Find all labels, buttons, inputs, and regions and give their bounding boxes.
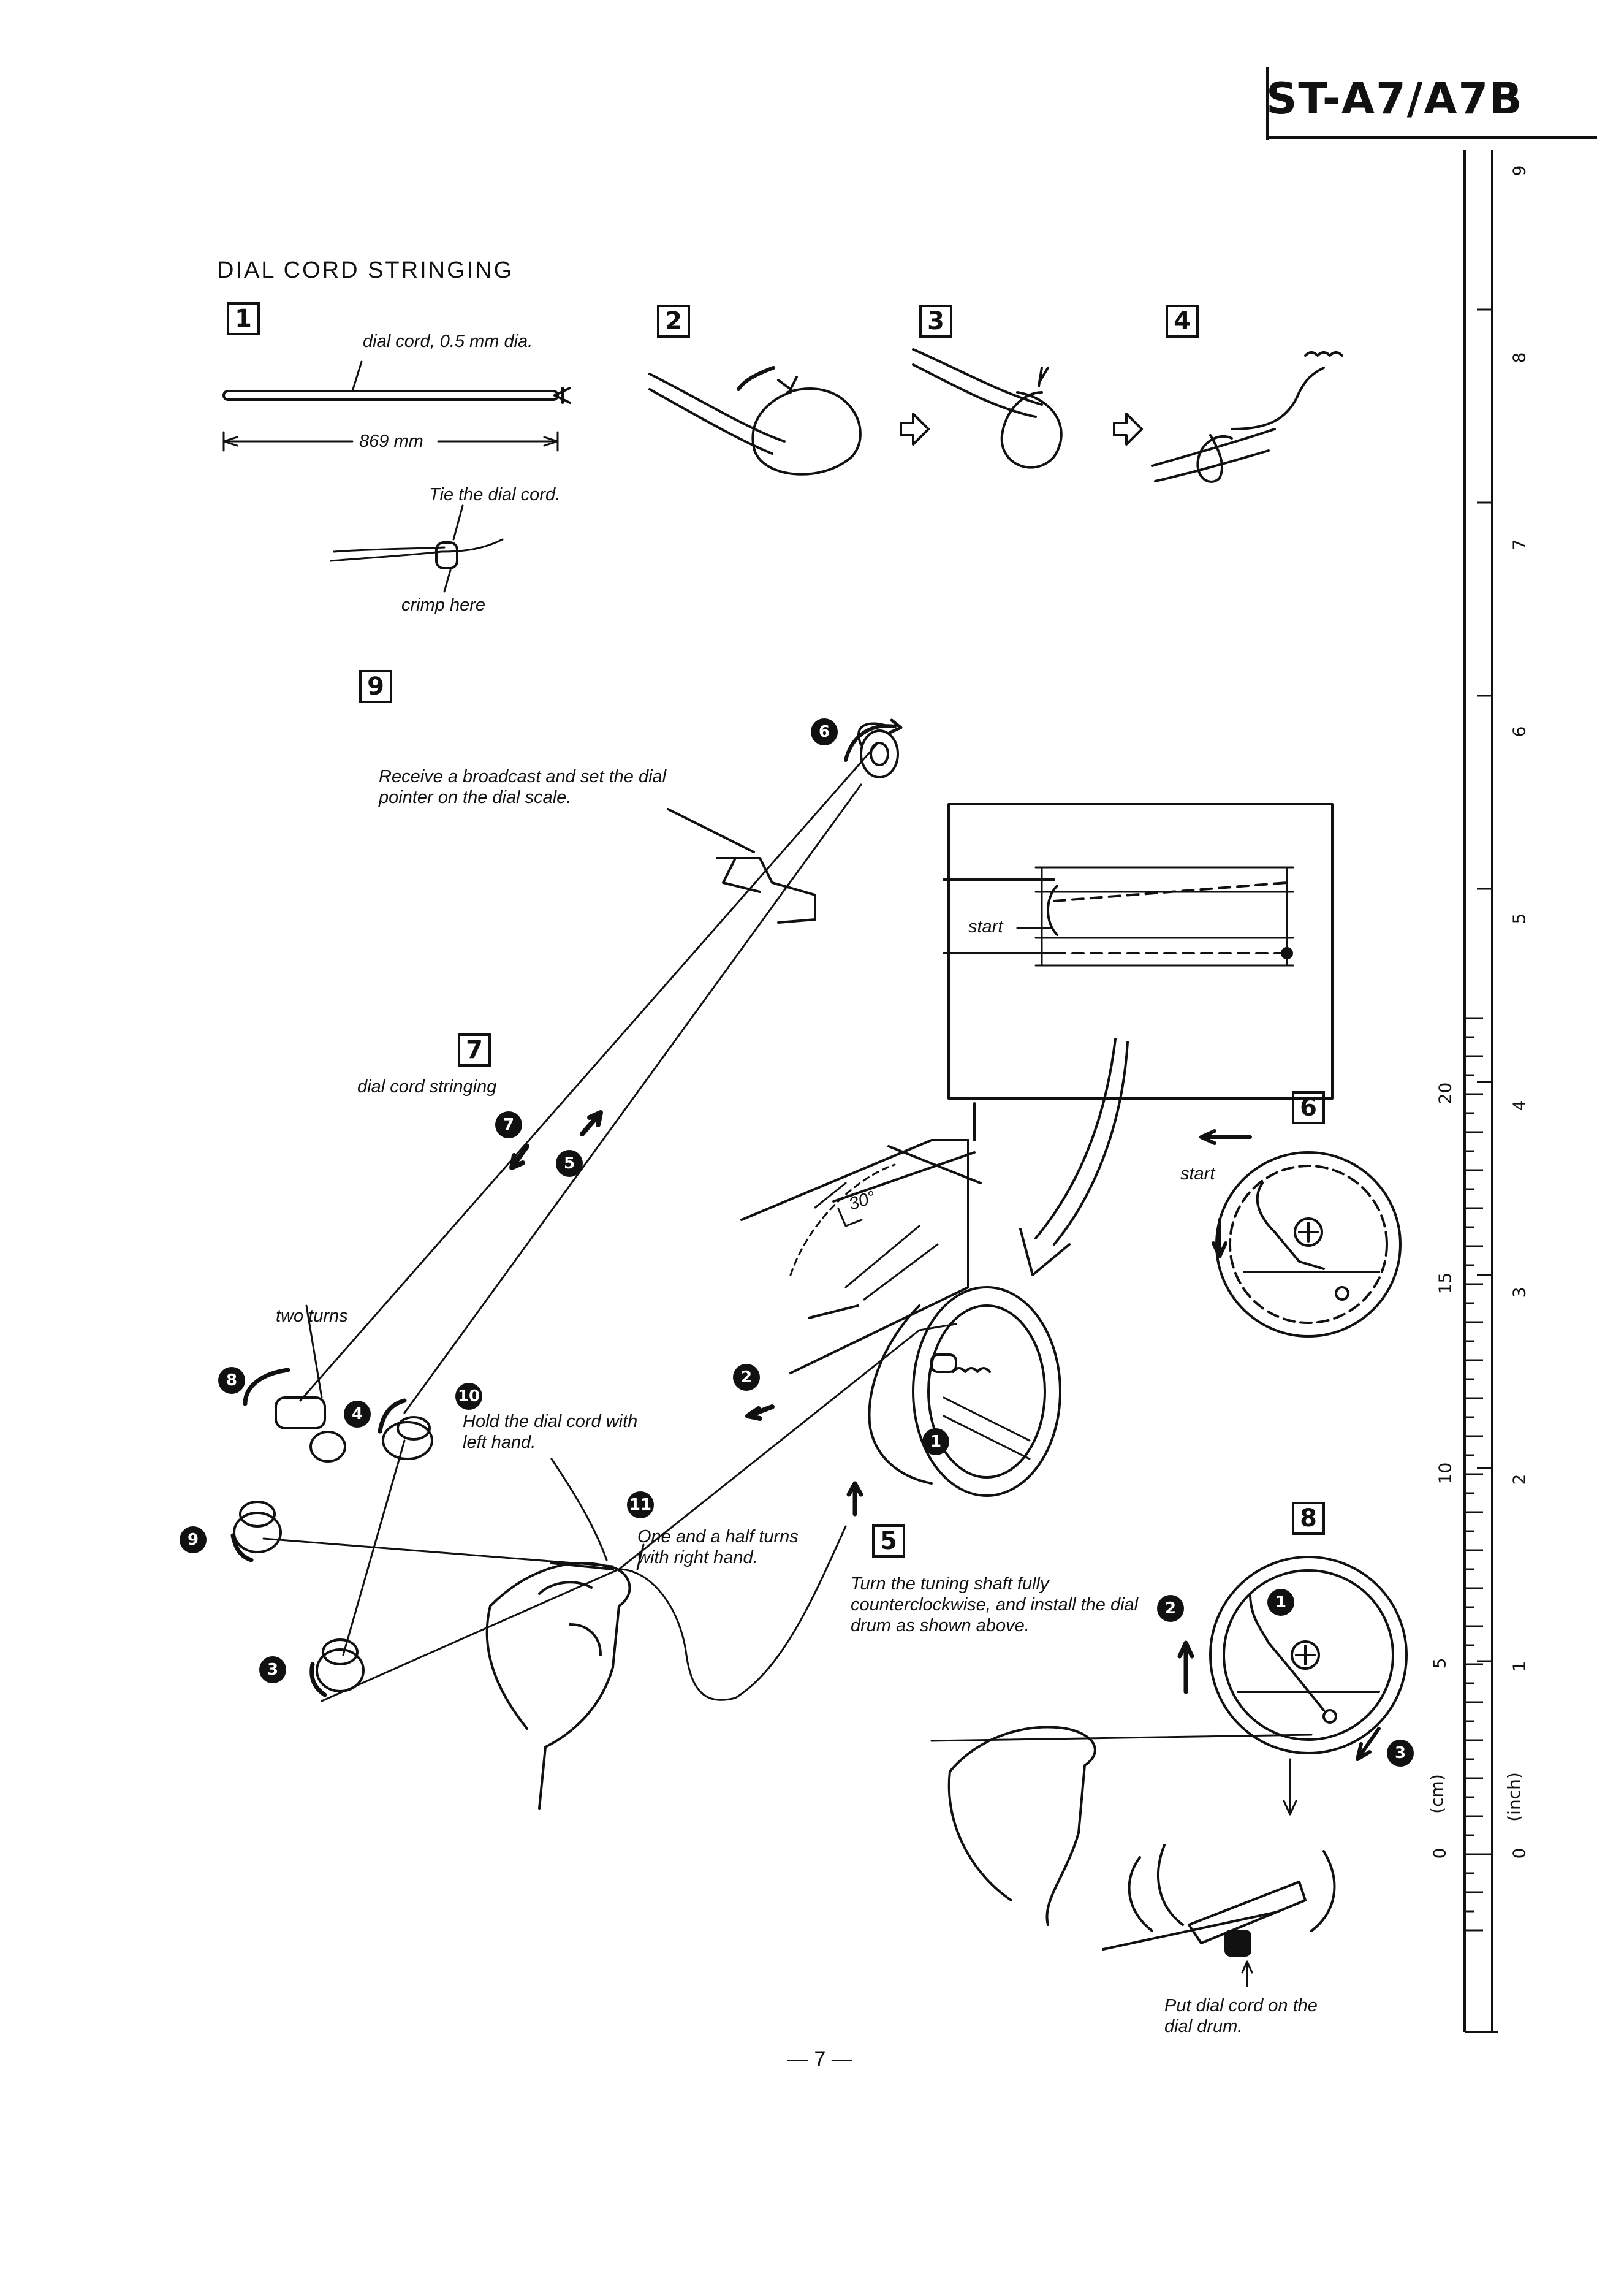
inset-drum	[1034, 866, 1294, 967]
callout-3: 3	[259, 1656, 286, 1683]
knot-step-4	[1151, 428, 1276, 482]
callout-8: 8	[218, 1367, 245, 1394]
step-7-box: 7	[458, 1033, 491, 1067]
hold-label: Hold the dial cord with left hand.	[463, 1412, 638, 1452]
turn-shaft-label: Turn the tuning shaft fully counterclock…	[851, 1574, 1139, 1635]
pulley-9	[233, 1512, 282, 1553]
ruler-inch-label: 4	[1509, 1100, 1530, 1111]
crimp-sleeve	[435, 541, 458, 569]
hand-lower-left	[485, 1562, 631, 1810]
header-rule	[1266, 136, 1597, 139]
cord-spec-label: dial cord, 0.5 mm dia.	[363, 332, 533, 351]
section-title: DIAL CORD STRINGING	[217, 257, 514, 283]
model-title: ST-A7/A7B	[1266, 74, 1523, 124]
dial-pointer	[716, 857, 816, 924]
step-6-box: 6	[1292, 1091, 1325, 1124]
dial-cord-length-drawing	[222, 390, 559, 401]
dial-drum-5	[912, 1286, 1061, 1497]
callout-4: 4	[344, 1401, 371, 1428]
hand-step-8	[947, 1726, 1096, 1926]
arrow-3-to-4	[1113, 413, 1143, 446]
ruler-inch-label: 2	[1509, 1474, 1530, 1485]
fig8-callout-3: 3	[1387, 1740, 1414, 1767]
two-turns-label: two turns	[276, 1306, 348, 1326]
ruler-inch-label: 6	[1509, 726, 1530, 737]
step-3-box: 3	[919, 305, 952, 338]
callout-2: 2	[733, 1364, 760, 1391]
drum-figure-8	[1209, 1556, 1408, 1754]
ruler-cm-label: 20	[1435, 1082, 1455, 1105]
callout-6: 6	[811, 718, 838, 745]
inset-start-label: start	[968, 917, 1003, 937]
step-5-box: 5	[872, 1524, 905, 1558]
fig8-callout-1: 1	[1267, 1589, 1294, 1616]
cord-path-7	[299, 744, 878, 1402]
tie-label: Tie the dial cord.	[429, 485, 561, 504]
pulley-3	[316, 1648, 365, 1692]
knot-step-3	[912, 348, 1043, 418]
length-label: 869 mm	[359, 432, 423, 451]
pulley-6	[860, 729, 899, 778]
ruler-inch-label: 0	[1509, 1848, 1530, 1859]
inset-box	[947, 803, 1334, 1100]
ruler-cm-unit: (cm)	[1426, 1774, 1447, 1814]
pulley-4	[382, 1421, 433, 1460]
callout-10: 10	[455, 1383, 482, 1410]
step-4-box: 4	[1166, 305, 1199, 338]
ruler-inch-label: 8	[1509, 352, 1530, 363]
step-1-box: 1	[227, 302, 260, 335]
ruler-inch-label: 9	[1509, 165, 1530, 177]
callout-11: 11	[627, 1491, 654, 1518]
chassis	[740, 1139, 969, 1374]
callout-9: 9	[180, 1526, 207, 1553]
put-cord-label: Put dial cord on the dial drum.	[1164, 1996, 1318, 2036]
ruler-inch-label: 3	[1509, 1287, 1530, 1298]
header-divider	[1266, 67, 1269, 140]
knot-step-2	[648, 373, 786, 455]
ruler-cm-label: 5	[1429, 1658, 1450, 1669]
ruler-inch-label: 5	[1509, 913, 1530, 924]
drum-figure-6	[1215, 1151, 1402, 1338]
fig8-callout-2: 2	[1157, 1595, 1184, 1622]
ruler	[1463, 150, 1498, 2033]
inset-to-drum-arrow	[1034, 1038, 1129, 1246]
step-8-box: 8	[1292, 1502, 1325, 1535]
page-number: — 7 —	[787, 2047, 852, 2071]
step-9-box: 9	[359, 670, 392, 703]
detail-drum	[1128, 1844, 1336, 1932]
receive-label: Receive a broadcast and set the dial poi…	[379, 767, 667, 807]
ruler-inch-label: 7	[1509, 539, 1530, 550]
step-2-box: 2	[657, 305, 690, 338]
ruler-inch-unit: (inch)	[1503, 1772, 1524, 1822]
figure-6-start-label: start	[1180, 1164, 1215, 1184]
ruler-cm-label: 0	[1429, 1848, 1450, 1859]
callout-7: 7	[495, 1111, 522, 1138]
arrow-2-to-3	[900, 413, 930, 446]
crimp-label: crimp here	[401, 595, 485, 615]
cord-path-5	[403, 783, 862, 1414]
ruler-cm-label: 10	[1435, 1462, 1455, 1485]
pulley-8	[275, 1396, 326, 1429]
ruler-cm-label: 15	[1435, 1272, 1455, 1295]
callout-5: 5	[556, 1150, 583, 1177]
ruler-inch-label: 1	[1509, 1661, 1530, 1672]
one-half-turns-label: One and a half turns with right hand.	[637, 1527, 799, 1567]
callout-1: 1	[922, 1428, 949, 1455]
dial-cord-stringing-label: dial cord stringing	[357, 1077, 497, 1097]
